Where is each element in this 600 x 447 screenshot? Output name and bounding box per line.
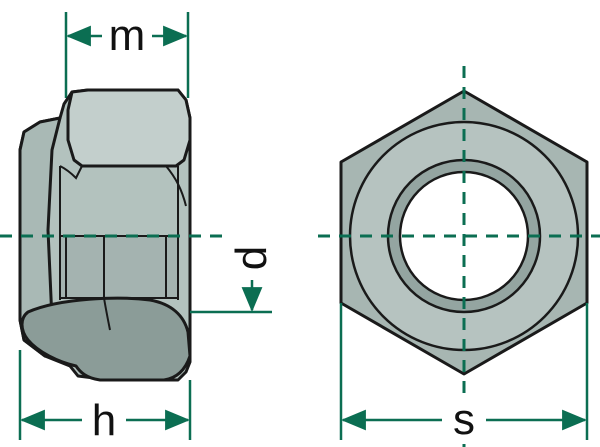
left-chamfer (18, 116, 62, 358)
side-view: m d h (0, 11, 276, 445)
nylon-insert-ridge (103, 297, 111, 331)
front-view: s (318, 66, 600, 447)
face-top-edge (59, 165, 83, 180)
cap-collar (66, 88, 192, 168)
s-label: s (453, 395, 475, 444)
h-label: h (92, 396, 116, 445)
thread-bore-side (59, 235, 179, 299)
m-label: m (109, 11, 146, 60)
h-label-bg (82, 398, 126, 442)
nylon-insert (20, 296, 192, 382)
face-right-curve (165, 165, 187, 207)
d-label-bg (234, 236, 272, 280)
d-label: d (227, 246, 276, 270)
m-label-bg (102, 14, 152, 52)
s-label-bg (442, 396, 486, 442)
